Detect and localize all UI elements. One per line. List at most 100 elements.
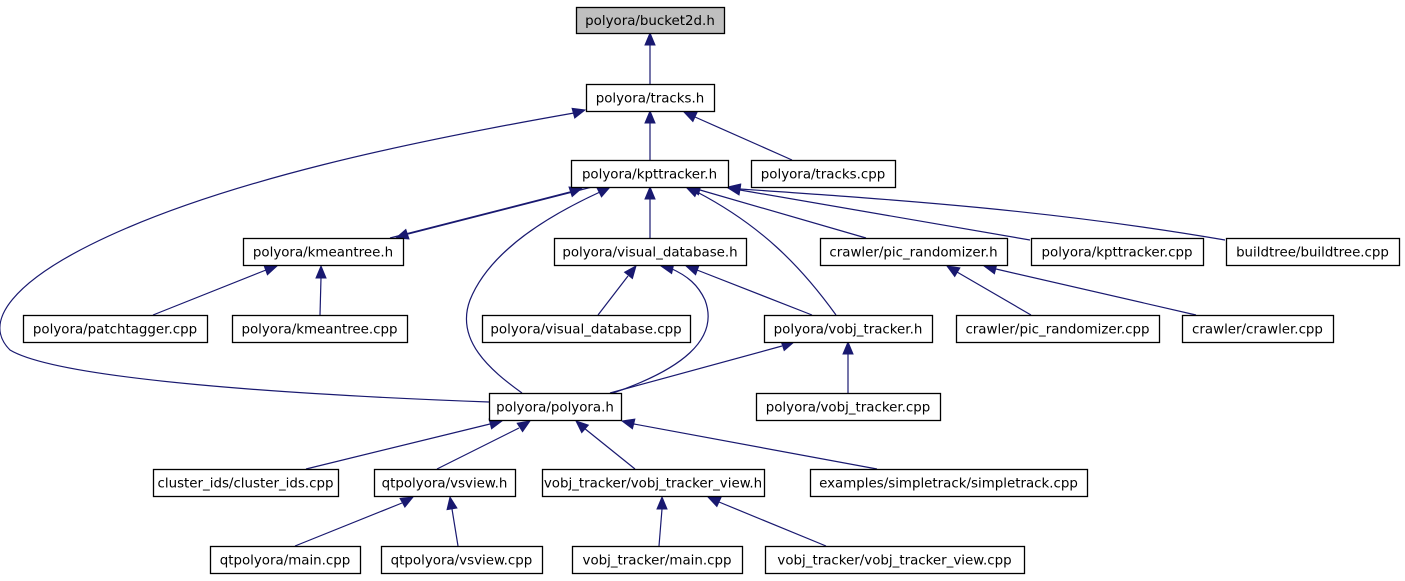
node-box[interactable]: [755, 392, 942, 422]
node-visual-database-cpp[interactable]: polyora/visual_database.cpp: [481, 314, 692, 344]
edge-line: [696, 191, 837, 316]
arrowhead-icon: [684, 186, 700, 198]
edge-cluster-ids-cpp-to-polyora-h: [305, 418, 504, 470]
node-box[interactable]: [570, 159, 730, 189]
arrowhead-icon: [726, 183, 742, 195]
edge-line: [658, 508, 663, 547]
edge-line: [612, 267, 709, 394]
arrowhead-icon: [644, 109, 656, 124]
arrowhead-icon: [571, 107, 587, 119]
node-vobj-tracker-cpp[interactable]: polyora/vobj_tracker.cpp: [755, 392, 942, 422]
edge-tracks-cpp-to-tracks-h: [682, 111, 793, 161]
node-vt-main-cpp[interactable]: vobj_tracker/main.cpp: [571, 545, 744, 575]
node-bucket2d[interactable]: polyora/bucket2d.h: [575, 6, 726, 35]
node-box[interactable]: [750, 159, 897, 189]
edge-vsview-h-to-polyora-h: [436, 420, 532, 470]
edge-line: [407, 186, 593, 235]
edge-line: [956, 271, 1032, 316]
edge-line: [319, 277, 322, 316]
arrowhead-icon: [446, 495, 458, 511]
node-tracks-cpp[interactable]: polyora/tracks.cpp: [750, 159, 897, 189]
edge-vobj-tracker-view-cpp-to-vobj-tracker-view-h: [706, 496, 827, 547]
node-label: polyora/tracks.h: [596, 92, 705, 107]
node-pic-randomizer-h[interactable]: crawler/pic_randomizer.h: [819, 237, 1009, 267]
node-kpttracker-h[interactable]: polyora/kpttracker.h: [570, 159, 730, 189]
edge-polyora-h-to-kpttracker-h: [465, 186, 612, 394]
node-box[interactable]: [809, 468, 1089, 498]
node-box[interactable]: [1181, 314, 1335, 344]
node-box[interactable]: [152, 468, 340, 498]
node-box[interactable]: [380, 545, 544, 575]
node-box[interactable]: [553, 237, 748, 267]
edge-qt-main-cpp-to-vsview-h: [294, 496, 415, 547]
node-pic-randomizer-cpp[interactable]: crawler/pic_randomizer.cpp: [955, 314, 1161, 344]
node-label: crawler/pic_randomizer.cpp: [965, 323, 1149, 338]
node-label: polyora/vobj_tracker.cpp: [766, 401, 931, 416]
arrowhead-icon: [394, 228, 410, 240]
node-kmeantree-cpp[interactable]: polyora/kmeantree.cpp: [231, 314, 409, 344]
node-vsview-cpp[interactable]: qtpolyora/vsview.cpp: [380, 545, 544, 575]
node-box[interactable]: [764, 545, 1026, 575]
edge-vobj-tracker-view-h-to-polyora-h: [575, 420, 636, 470]
node-box[interactable]: [488, 392, 623, 422]
edge-line: [305, 423, 491, 470]
edge-line: [718, 501, 827, 547]
node-vobj-tracker-h[interactable]: polyora/vobj_tracker.h: [763, 314, 934, 344]
edge-kpttracker-cpp-to-kpttracker-h: [726, 184, 1031, 241]
node-patchtagger-cpp[interactable]: polyora/patchtagger.cpp: [22, 314, 209, 344]
node-box[interactable]: [541, 468, 766, 498]
edge-kmeantree-cpp-to-kmeantree-h: [315, 264, 327, 316]
node-vobj-tracker-view-cpp[interactable]: vobj_tracker/vobj_tracker_view.cpp: [764, 545, 1026, 575]
node-box[interactable]: [571, 545, 744, 575]
node-crawler-cpp[interactable]: crawler/crawler.cpp: [1181, 314, 1335, 344]
node-box[interactable]: [209, 545, 362, 575]
node-box[interactable]: [955, 314, 1161, 344]
node-kmeantree-h[interactable]: polyora/kmeantree.h: [242, 237, 405, 267]
arrowhead-icon: [516, 420, 532, 433]
node-tracks-h[interactable]: polyora/tracks.h: [585, 83, 716, 113]
node-box[interactable]: [231, 314, 409, 344]
node-box[interactable]: [763, 314, 934, 344]
edge-visual-database-cpp-to-visual-database-h: [597, 264, 637, 316]
node-vsview-h[interactable]: qtpolyora/vsview.h: [373, 468, 517, 498]
arrowhead-icon: [682, 111, 698, 123]
node-vobj-tracker-view-h[interactable]: vobj_tracker/vobj_tracker_view.h: [541, 468, 766, 498]
node-box[interactable]: [575, 6, 726, 35]
node-label: crawler/crawler.cpp: [1192, 323, 1323, 338]
edge-line: [294, 502, 403, 547]
nodes-layer: polyora/bucket2d.h polyora/tracks.h polyor…: [22, 6, 1401, 575]
node-label: polyora/polyora.h: [496, 401, 614, 416]
edge-tracks-h-to-bucket2d: [644, 31, 656, 84]
edge-vt-main-cpp-to-vobj-tracker-view-h: [656, 495, 668, 547]
arrowhead-icon: [684, 264, 700, 276]
arrowhead-icon: [623, 264, 637, 280]
node-box[interactable]: [1225, 237, 1401, 267]
node-box[interactable]: [585, 83, 716, 113]
node-box[interactable]: [481, 314, 692, 344]
node-box[interactable]: [22, 314, 209, 344]
node-label: crawler/pic_randomizer.h: [829, 246, 997, 261]
node-box[interactable]: [819, 237, 1009, 267]
node-label: polyora/visual_database.cpp: [490, 323, 681, 338]
node-visual-database-h[interactable]: polyora/visual_database.h: [553, 237, 748, 267]
node-kpttracker-cpp[interactable]: polyora/kpttracker.cpp: [1030, 237, 1205, 267]
node-cluster-ids-cpp[interactable]: cluster_ids/cluster_ids.cpp: [152, 468, 340, 498]
node-box[interactable]: [242, 237, 405, 267]
node-simpletrack-cpp[interactable]: examples/simpletrack/simpletrack.cpp: [809, 468, 1089, 498]
edge-line: [739, 189, 1031, 241]
arrowhead-icon: [945, 265, 961, 278]
node-buildtree-cpp[interactable]: buildtree/buildtree.cpp: [1225, 237, 1401, 267]
node-box[interactable]: [1030, 237, 1205, 267]
node-label: polyora/visual_database.h: [562, 246, 737, 261]
edge-line: [0, 112, 575, 403]
arrowhead-icon: [315, 264, 327, 279]
arrowhead-icon: [575, 420, 590, 434]
node-box[interactable]: [373, 468, 517, 498]
node-qt-main-cpp[interactable]: qtpolyora/main.cpp: [209, 545, 362, 575]
node-polyora-h[interactable]: polyora/polyora.h: [488, 392, 623, 422]
node-label: polyora/patchtagger.cpp: [33, 323, 197, 338]
edge-line: [451, 508, 459, 547]
edge-line: [694, 116, 793, 161]
arrowhead-icon: [399, 496, 415, 509]
